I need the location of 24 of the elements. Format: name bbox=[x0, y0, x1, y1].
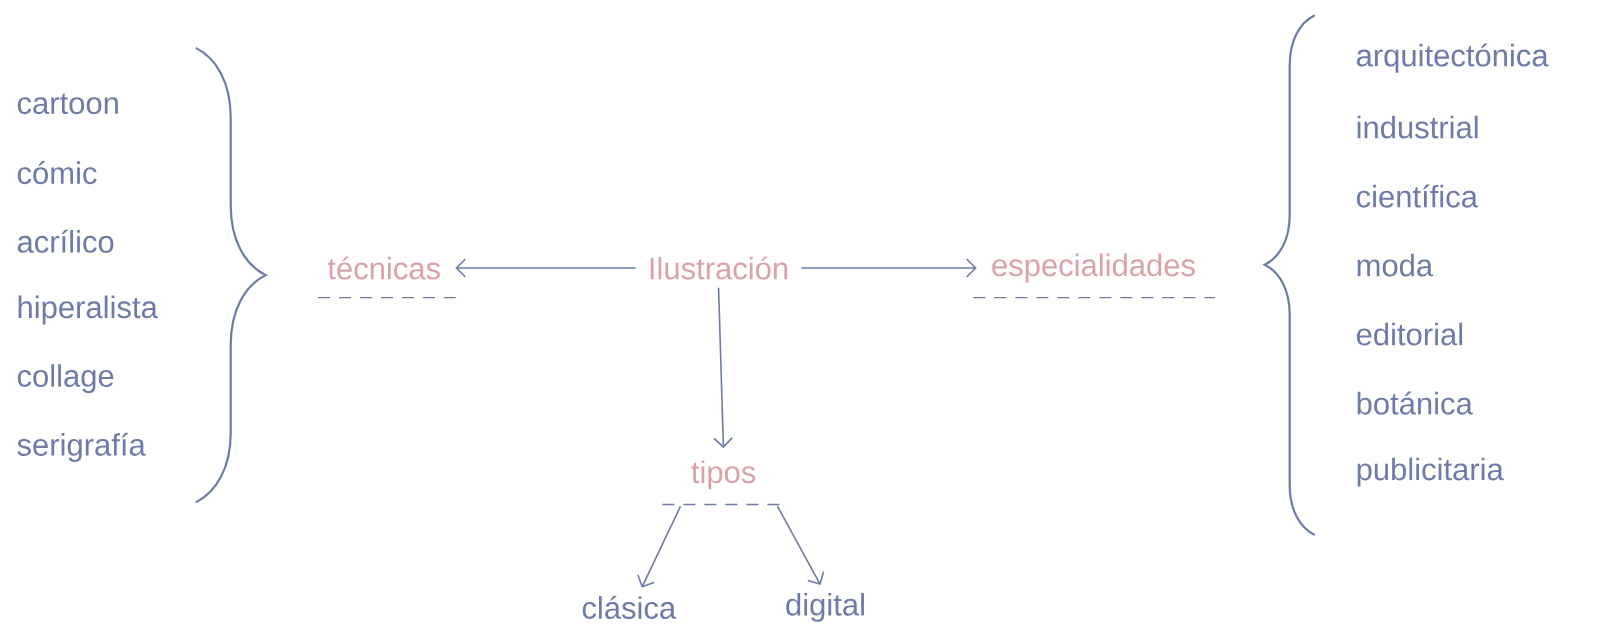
list-item: cartoon bbox=[17, 93, 118, 115]
list-item: publicitaria bbox=[1357, 457, 1504, 487]
term: Ilustración bbox=[650, 256, 788, 280]
term: clásica bbox=[582, 595, 677, 619]
list-item: arquitectónica bbox=[1356, 43, 1549, 73]
arrow bbox=[637, 505, 682, 588]
list-item: cómic bbox=[17, 161, 97, 185]
arrow bbox=[776, 505, 825, 585]
arrow bbox=[455, 258, 637, 278]
underlined-term: técnicas bbox=[317, 256, 457, 299]
arrow bbox=[800, 258, 977, 278]
list-item: botánica bbox=[1357, 391, 1473, 415]
list-item: collage bbox=[17, 364, 114, 394]
list-item: científica bbox=[1356, 184, 1478, 208]
term: digital bbox=[786, 592, 864, 622]
list-item: serigrafía bbox=[17, 432, 146, 462]
list-item: editorial bbox=[1356, 322, 1463, 346]
underlined-term: especialidades bbox=[972, 253, 1216, 299]
list-item: hiperalista bbox=[18, 295, 158, 325]
list-item: moda bbox=[1357, 253, 1434, 277]
list-item: acrílico bbox=[17, 229, 114, 253]
arrow bbox=[713, 286, 733, 449]
underlined-term: tipos bbox=[661, 460, 784, 506]
list-item: industrial bbox=[1357, 115, 1478, 139]
